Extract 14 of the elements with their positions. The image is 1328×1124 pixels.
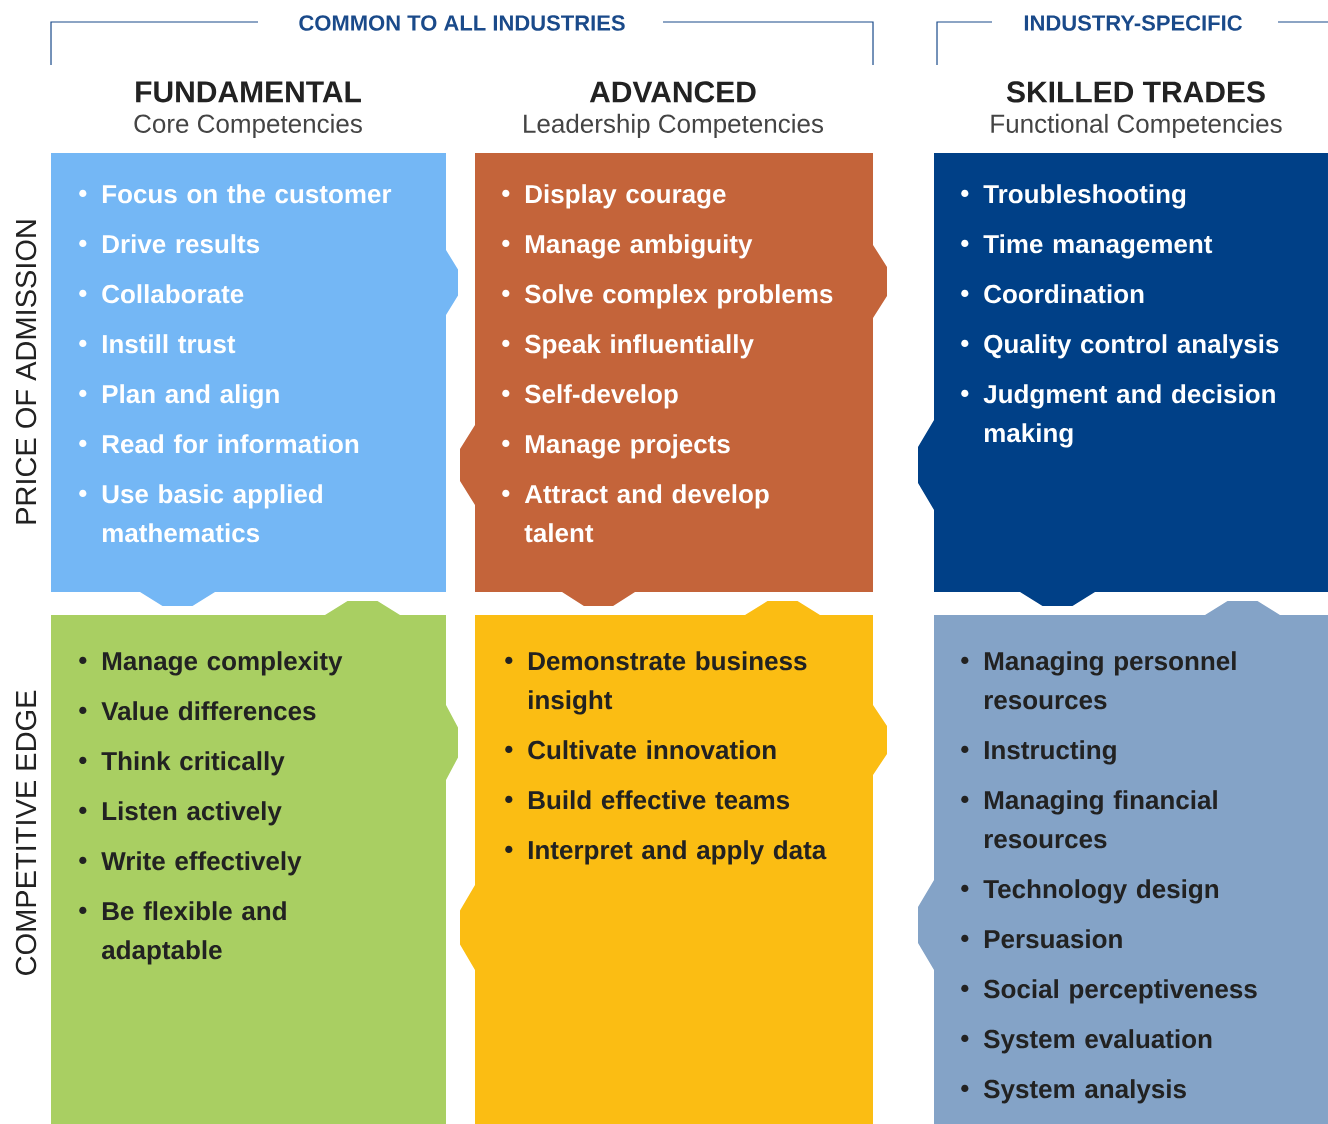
group-heading: INDUSTRY-SPECIFIC bbox=[1024, 15, 1242, 31]
row-label: PRICE OF ADMISSION bbox=[15, 220, 37, 524]
competency-panel: Troubleshooting Time management Coordination Quality control analysis Judgment and decision making bbox=[918, 153, 1328, 606]
competency-panel: Demonstrate business insight Cultivate innovation Build effective teams Interpret and apply data bbox=[460, 601, 887, 1124]
competency-panel: Managing personnel resources Instructing Managing financial resources Technology design Persuasion Social perceptiveness System evaluation System analysis bbox=[918, 601, 1328, 1124]
column-heading: ADVANCED bbox=[589, 81, 756, 103]
competency-panel: Display courage Manage ambiguity Solve complex problems Speak influentially Self-develop Manage projects Attract and develop talent bbox=[460, 153, 887, 606]
group-heading: COMMON TO ALL INDUSTRIES bbox=[299, 15, 625, 31]
column-heading: SKILLED TRADES bbox=[1006, 81, 1265, 103]
column-heading: FUNDAMENTAL bbox=[136, 81, 361, 103]
column-subtitle: Leadership Competencies bbox=[524, 113, 823, 139]
competency-panel: Focus on the customer Drive results Collaborate Instill trust Plan and align Read for information Use basic applied mathematics bbox=[51, 153, 458, 606]
row-label: COMPETITIVE EDGE bbox=[15, 690, 37, 975]
competency-panel: Manage complexity Value differences Think critically Listen actively Write effectively Be flexible and adaptable bbox=[51, 601, 458, 1124]
